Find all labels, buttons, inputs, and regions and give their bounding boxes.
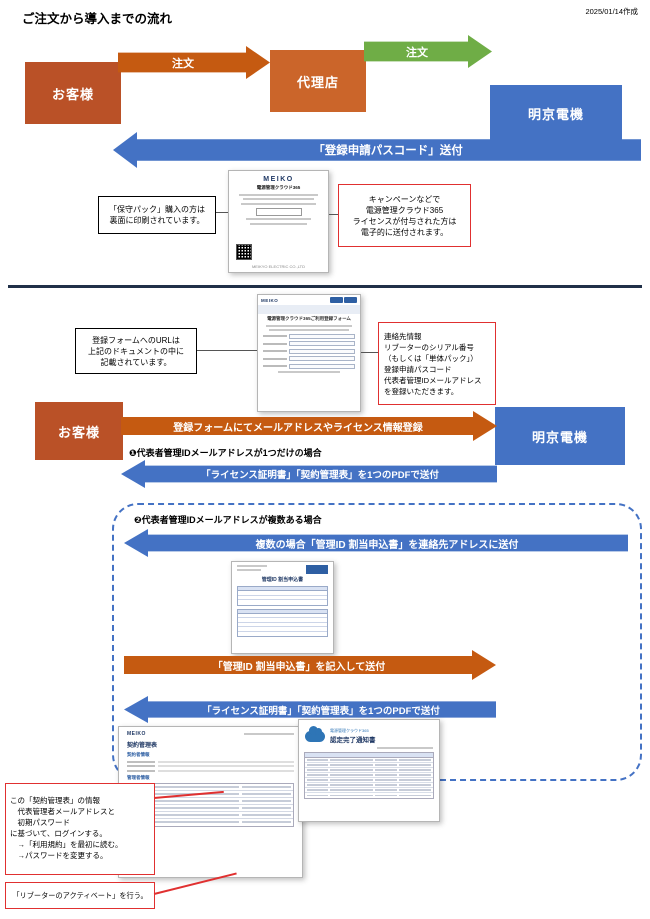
- form-button: [329, 297, 343, 303]
- contract-section-1: 契約者情報: [127, 752, 150, 757]
- contract-meiko-logo: MEIKO: [127, 731, 146, 737]
- table-row: [305, 783, 433, 788]
- table-row: [238, 618, 327, 623]
- field-label: [263, 357, 287, 360]
- form-field: [289, 333, 355, 339]
- kv-row: [127, 765, 294, 767]
- text-line: [269, 329, 349, 331]
- field-label: [263, 342, 287, 345]
- qr-code-icon: [236, 244, 252, 260]
- table-row: [238, 596, 327, 600]
- form-title: 電源管理クラウド365ご利用登録フォーム: [267, 316, 351, 321]
- case2-label: ❷代表者管理IDメールアドレスが複数ある場合: [134, 515, 322, 525]
- table-row: [305, 768, 433, 773]
- table-row: [305, 788, 433, 793]
- field-label: [263, 365, 287, 367]
- text-line: [242, 198, 315, 200]
- license-send-arrow-1: 「ライセンス証明書」「契約管理表」を1つのPDFで送付: [121, 460, 497, 488]
- text-line: [278, 371, 340, 373]
- table-header: [305, 753, 433, 758]
- table-row: [238, 623, 327, 627]
- table-row: [305, 773, 433, 778]
- license-doc-header: 電源管理クラウド365 認定完了通知書: [330, 728, 376, 744]
- connector-line: [329, 214, 338, 215]
- agency-box: 代理店: [270, 50, 366, 112]
- order-arrow-1: 注文: [118, 46, 270, 79]
- section-divider: [8, 285, 642, 288]
- text-line: [249, 222, 308, 225]
- table-row: [238, 600, 327, 605]
- table-row: [305, 763, 433, 768]
- form-field: [289, 356, 355, 361]
- customer-box-2: お客様: [35, 402, 123, 460]
- text-line: [377, 747, 433, 749]
- doc-stamp-box: [306, 565, 328, 574]
- text-line: [237, 565, 267, 567]
- activate-note: 「リブーターのアクティベート」を行う。: [5, 882, 155, 909]
- license-certificate-doc: 電源管理クラウド365 認定完了通知書: [298, 719, 440, 822]
- kv-row: [127, 769, 294, 772]
- table-header: [238, 609, 327, 614]
- table-row: [238, 591, 327, 596]
- contract-section-2: 管理者情報: [127, 774, 150, 780]
- form-url-note: 登録フォームへのURLは 上記のドキュメントの中に 記載されています。: [75, 328, 197, 374]
- doc-table: [237, 586, 328, 606]
- assignment-doc-title: 管理ID 割当申込書: [261, 577, 304, 583]
- campaign-note: キャンペーンなどで 電源管理クラウド365 ライセンスが付与された方は 電子的に…: [338, 184, 471, 247]
- license-doc-title: 認定完了通知書: [330, 737, 376, 744]
- contract-doc-title: 契約管理表: [127, 743, 158, 749]
- form-banner: [258, 305, 360, 314]
- doc-table: [237, 608, 328, 637]
- field-label: [263, 335, 287, 337]
- meikyo-box-2: 明京電機: [495, 407, 625, 465]
- text-line: [237, 568, 261, 571]
- order-arrow-2: 注文: [364, 35, 492, 68]
- table-row: [305, 793, 433, 798]
- text-line: [240, 202, 317, 205]
- login-steps-note: この「契約管理表」の情報 代表管理者メールアドレスと 初期パスワード に基づいて…: [5, 783, 155, 875]
- license-table: [304, 752, 434, 799]
- table-row: [238, 627, 327, 632]
- passcode-field: [255, 207, 302, 216]
- case1-label: ❶代表者管理IDメールアドレスが1つだけの場合: [129, 448, 322, 458]
- table-row: [238, 632, 327, 637]
- field-label: [263, 350, 287, 352]
- form-button: [344, 297, 357, 303]
- assignment-form-doc: 管理ID 割当申込書: [231, 561, 334, 654]
- form-field: [289, 341, 355, 346]
- customer-box: お客様: [25, 62, 121, 124]
- text-line: [244, 733, 294, 735]
- meiko-logo: MEIKO: [263, 176, 294, 183]
- page-title: ご注文から導入までの流れ: [22, 12, 173, 26]
- table-row: [305, 778, 433, 783]
- connector-line: [197, 350, 257, 351]
- meikyo-box: 明京電機: [490, 85, 622, 142]
- license-doc-service: 電源管理クラウド365: [330, 728, 369, 733]
- cert-footer: MEIKYO ELECTRIC CO.,LTD: [251, 264, 306, 269]
- hoshu-pack-note: 「保守パック」購入の方は 裏面に印刷されています。: [98, 196, 216, 234]
- form-header-buttons: [329, 297, 357, 303]
- creation-date: 2025/01/14作成: [585, 7, 638, 16]
- kv-row: [127, 760, 294, 763]
- text-line: [238, 193, 319, 196]
- form-field: [289, 348, 355, 354]
- form-meiko-logo: MEIKO: [261, 297, 279, 303]
- cert-title: 電源管理クラウド365: [256, 185, 301, 190]
- connector-line: [361, 352, 378, 353]
- doc-header-lines: [237, 565, 267, 574]
- contact-info-note: 連絡先情報 リブーターのシリアル番号 （もしくは「単体パック」） 登録申請パスコ…: [378, 322, 496, 405]
- table-row: [238, 614, 327, 618]
- table-header: [238, 587, 327, 591]
- connector-line: [216, 212, 228, 213]
- text-line: [245, 218, 312, 220]
- table-row: [305, 758, 433, 763]
- form-field: [289, 363, 355, 369]
- registration-form-doc: MEIKO 電源管理クラウド365ご利用登録フォーム: [257, 294, 361, 412]
- text-line: [265, 324, 353, 327]
- register-info-arrow: 登録フォームにてメールアドレスやライセンス情報登録: [121, 411, 497, 441]
- cloud-icon: [305, 725, 325, 742]
- passcode-certificate-doc: MEIKO 電源管理クラウド365 MEIKYO ELECTRIC CO.,LT…: [228, 170, 329, 273]
